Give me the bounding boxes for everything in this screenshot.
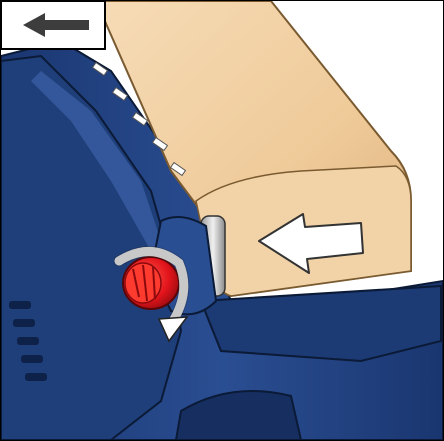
- vent-slots: [9, 301, 47, 381]
- housing-base: [174, 390, 303, 440]
- belt-edge-dashes: [91, 61, 187, 177]
- belt-direction-arrow: [258, 213, 364, 274]
- clockwise-rotation-arrow: [114, 247, 189, 326]
- tracking-knob: [122, 256, 180, 310]
- housing-highlight: [31, 71, 161, 251]
- housing-front-edge: [199, 284, 442, 363]
- direction-inset: [1, 1, 106, 50]
- left-arrow-icon: [23, 13, 89, 37]
- rotation-arrowhead: [157, 316, 189, 343]
